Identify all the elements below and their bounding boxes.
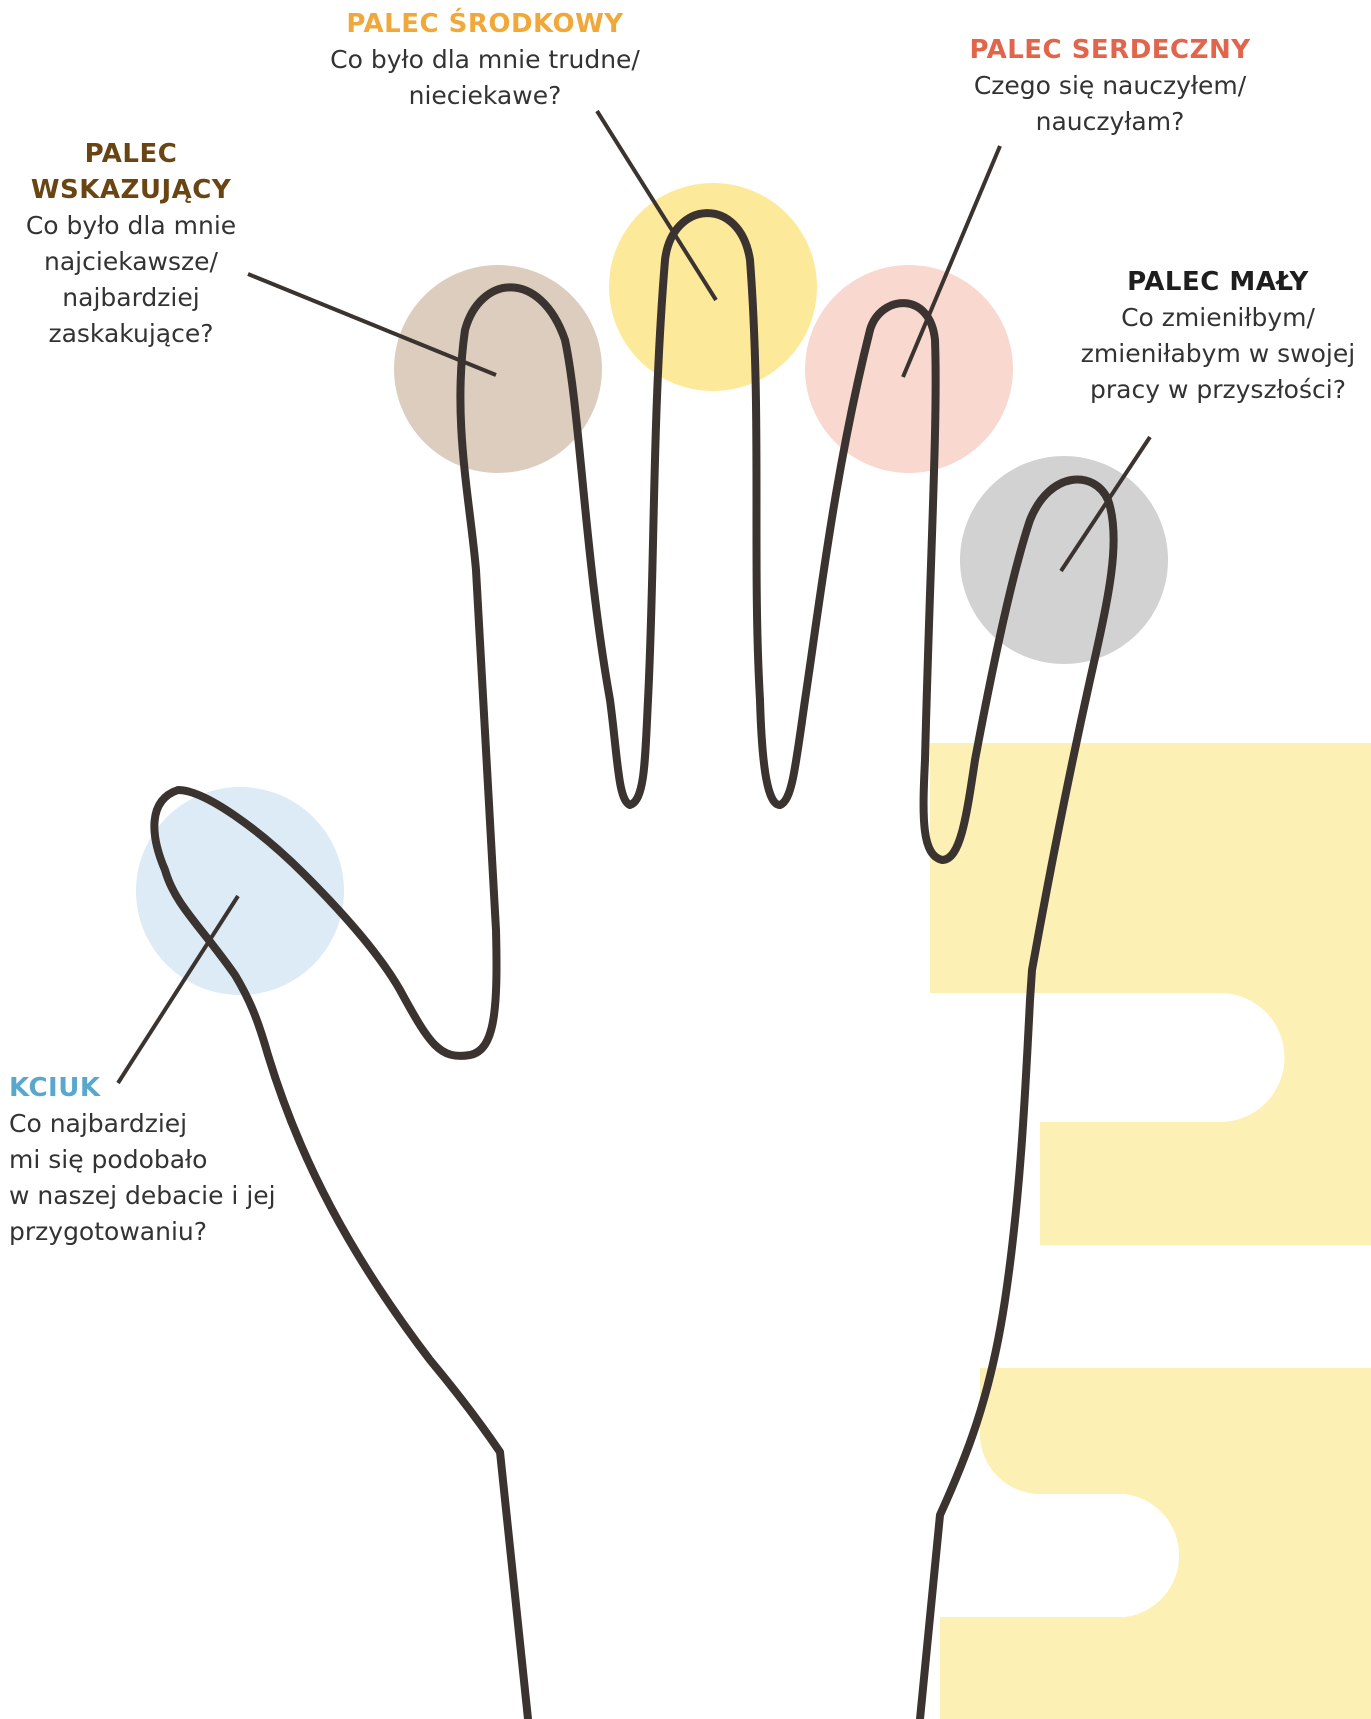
stripe-bottom xyxy=(940,1368,1371,1719)
ring-finger-title: PALEC SERDECZNY xyxy=(900,32,1320,68)
middle-finger-description: Co było dla mnie trudne/ nieciekawe? xyxy=(270,42,700,114)
middle-finger-title: PALEC ŚRODKOWY xyxy=(270,6,700,42)
index-finger-title: PALEC WSKAZUJĄCY xyxy=(0,136,262,208)
ring-finger-description: Czego się nauczyłem/ nauczyłam? xyxy=(900,68,1320,140)
little-finger-description: Co zmieniłbym/ zmieniłabym w swojej prac… xyxy=(1065,300,1371,408)
thumb-title: KCIUK xyxy=(9,1070,309,1106)
little-finger-title: PALEC MAŁY xyxy=(1065,264,1371,300)
ring-finger-label: PALEC SERDECZNY Czego się nauczyłem/ nau… xyxy=(900,32,1320,140)
index-finger-description: Co było dla mnie najciekawsze/ najbardzi… xyxy=(0,208,262,352)
thumb-label: KCIUK Co najbardziej mi się podobało w n… xyxy=(9,1070,309,1250)
index-finger-label: PALEC WSKAZUJĄCY Co było dla mnie najcie… xyxy=(0,136,262,352)
thumb-description: Co najbardziej mi się podobało w naszej … xyxy=(9,1106,309,1250)
middle-finger-label: PALEC ŚRODKOWY Co było dla mnie trudne/ … xyxy=(270,6,700,114)
little-finger-label: PALEC MAŁY Co zmieniłbym/ zmieniłabym w … xyxy=(1065,264,1371,408)
